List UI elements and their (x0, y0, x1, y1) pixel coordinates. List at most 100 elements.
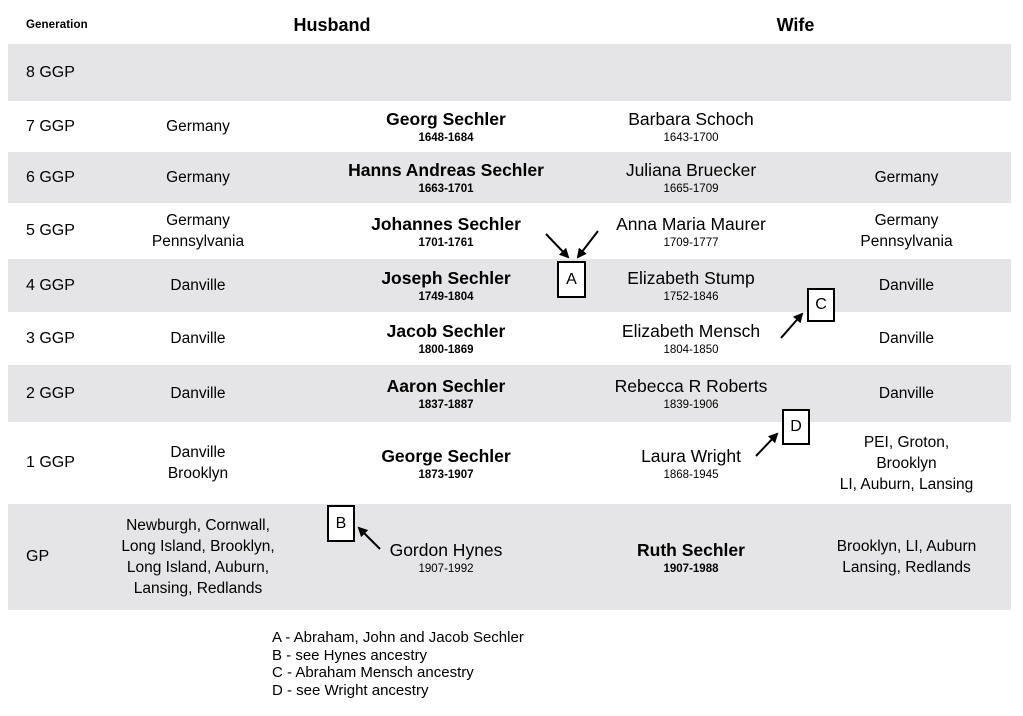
wife-dates: 1709-1777 (663, 236, 719, 249)
legend-item: D - see Wright ancestry (272, 681, 429, 699)
husband-column-header: Husband (293, 14, 371, 35)
husband-dates: 1749-1804 (418, 291, 474, 303)
husband-location-line: Danville (170, 385, 226, 402)
wife-dates: 1804-1850 (663, 344, 719, 356)
table-row: 3 GGP Danville Jacob Sechler 1800-1869 Eliza… (8, 312, 1011, 365)
husband-person: Gordon Hynes 1907-1992 (312, 539, 580, 576)
husband-person: Jacob Sechler 1800-1869 (312, 320, 580, 357)
generation-label: 8 GGP (26, 63, 75, 81)
husband-dates: 1837-1887 (418, 399, 474, 411)
husband-dates: 1648-1684 (418, 132, 474, 144)
table-row: 2 GGP Danville Aaron Sechler 1837-1887 Rebec… (8, 365, 1011, 422)
husband-location: Danville (84, 275, 312, 296)
wife-location-line: LI, Auburn, Lansing (839, 475, 974, 493)
husband-location-line: Danville (170, 330, 226, 347)
marker-box-c: C (807, 288, 835, 322)
husband-dates: 1800-1869 (418, 344, 474, 356)
wife-name: Laura Wright (641, 445, 741, 466)
wife-name: Elizabeth Stump (627, 268, 755, 288)
generation-label: 5 GGP (26, 222, 75, 239)
wife-location: Germany (802, 167, 1011, 188)
husband-location-line: Danville (170, 444, 226, 461)
marker-box-d: D (782, 409, 810, 445)
husband-location: Germany (84, 116, 312, 137)
table-row: 8 GGP (8, 44, 1011, 101)
wife-location: Danville (802, 275, 1011, 296)
husband-location-line: Brooklyn (167, 465, 229, 482)
generation-label: 4 GGP (26, 276, 75, 294)
wife-column-header: Wife (776, 14, 815, 35)
husband-location: Newburgh, Cornwall,Long Island, Brooklyn… (84, 515, 312, 599)
generation-label: 6 GGP (26, 168, 75, 186)
legend-item: C - Abraham Mensch ancestry (272, 664, 474, 682)
wife-name: Rebecca R Roberts (614, 376, 768, 396)
husband-location-line: Germany (166, 118, 230, 135)
husband-location-line: Newburgh, Cornwall, (126, 517, 270, 534)
wife-person: Barbara Schoch 1643-1700 (580, 108, 802, 145)
wife-name: Ruth Sechler (637, 539, 745, 560)
wife-location-line: Germany (874, 212, 939, 229)
wife-name: Barbara Schoch (628, 109, 754, 129)
husband-location: Germany (84, 167, 312, 188)
generation-label: GP (26, 548, 50, 565)
husband-name: Aaron Sechler (386, 376, 506, 396)
husband-location-line: Pennsylvania (151, 233, 245, 250)
husband-dates: 1701-1761 (418, 236, 474, 249)
husband-location-line: Danville (170, 277, 226, 294)
husband-person: Aaron Sechler 1837-1887 (312, 375, 580, 412)
husband-name: Jacob Sechler (386, 321, 506, 341)
husband-location-line: Germany (166, 212, 230, 229)
wife-person: Laura Wright 1868-1945 (580, 445, 802, 482)
husband-name: Georg Sechler (386, 109, 506, 129)
generation-label: 3 GGP (26, 329, 75, 347)
husband-name: Gordon Hynes (389, 539, 503, 560)
husband-person: Johannes Sechler 1701-1761 (312, 213, 580, 250)
husband-location-line: Germany (166, 169, 230, 186)
generation-label: 2 GGP (26, 384, 75, 402)
legend-item: B - see Hynes ancestry (272, 646, 428, 664)
husband-name: Johannes Sechler (371, 213, 521, 234)
wife-location: Danville (802, 328, 1011, 349)
husband-name: George Sechler (381, 445, 511, 466)
legend-item: A - Abraham, John and Jacob Sechler (272, 629, 524, 646)
husband-dates: 1907-1992 (418, 562, 474, 575)
husband-dates: 1663-1701 (418, 183, 474, 195)
marker-box-b: B (327, 505, 355, 542)
wife-location-line: Brooklyn (876, 454, 937, 472)
marker-box-a: A (557, 261, 586, 298)
wife-location-line: Brooklyn, LI, Auburn (836, 538, 977, 555)
wife-location-line: PEI, Groton, (863, 433, 950, 451)
generation-label: 7 GGP (26, 117, 75, 135)
wife-dates: 1868-1945 (663, 468, 719, 481)
wife-location-line: Danville (878, 330, 935, 347)
wife-name: Elizabeth Mensch (621, 321, 761, 341)
wife-dates: 1665-1709 (663, 183, 719, 195)
generation-column-header: Generation (26, 19, 88, 31)
table-row: 7 GGP Germany Georg Sechler 1648-1684 Barbar… (8, 101, 1011, 152)
husband-location: Danville (84, 383, 312, 404)
wife-dates: 1643-1700 (663, 132, 719, 144)
wife-location-line: Lansing, Redlands (842, 559, 971, 576)
table-header-row: Generation Husband Wife (8, 0, 1011, 44)
table-row: GP Newburgh, Cornwall,Long Island, Brookl… (8, 504, 1011, 610)
wife-dates: 1839-1906 (663, 399, 719, 411)
wife-location: Danville (802, 383, 1011, 404)
wife-location-line: Pennsylvania (860, 233, 953, 250)
husband-person: Georg Sechler 1648-1684 (312, 108, 580, 145)
wife-person: Rebecca R Roberts 1839-1906 (580, 375, 802, 412)
